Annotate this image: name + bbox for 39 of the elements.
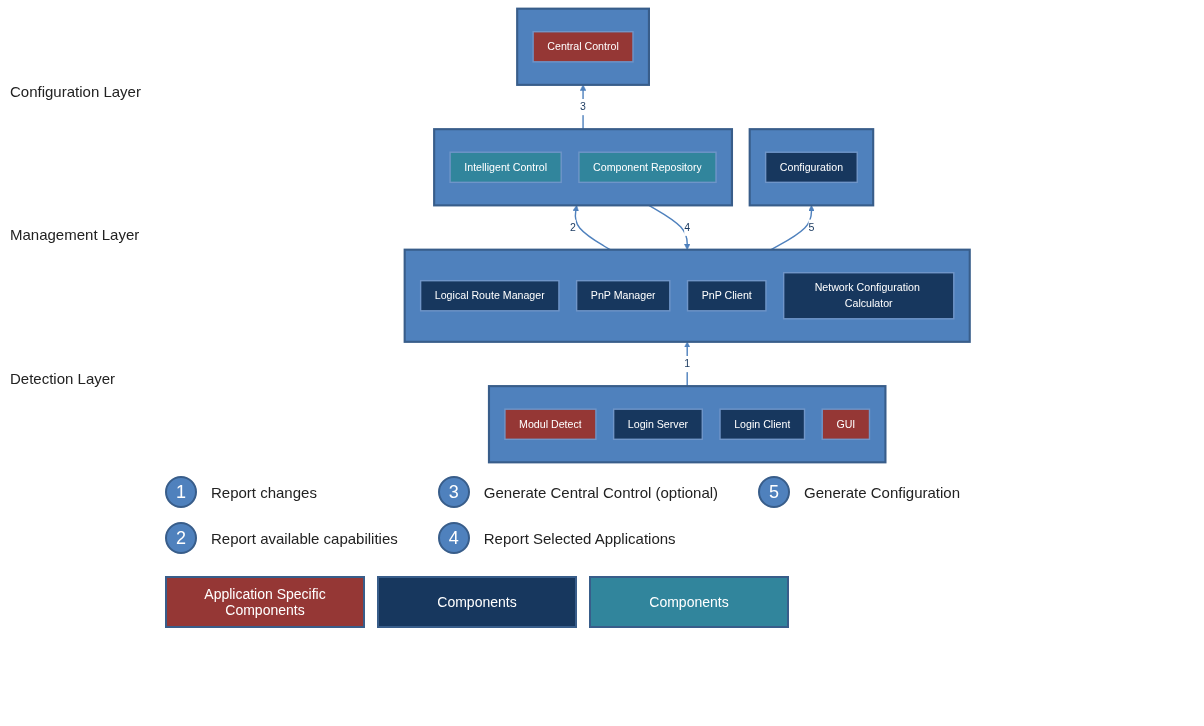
node-box: Login Client [719,407,805,440]
cluster [748,127,875,206]
legend-swatch: Components [377,576,577,628]
step-number-badge: 4 [437,522,470,554]
node-box: PnP Manager [575,279,671,311]
step-number-badge: 3 [437,476,470,508]
edge-label: 3 [579,99,586,113]
node-box: Logical Route Manager [419,279,560,311]
node-box: PnP Client [686,279,767,311]
cluster [432,127,733,206]
step-description: Report changes [211,483,317,501]
layer-label: Management Layer [10,226,141,244]
node-box: Configuration [764,151,858,183]
legend-swatch: Application Specific Components [165,576,365,628]
cluster [515,7,650,86]
node-box: Login Server [612,407,703,440]
node-box: GUI [821,407,870,440]
step-description: Report available capabilities [211,529,398,547]
edge-label: 2 [569,220,576,233]
layer-label: Detection Layer [10,369,117,387]
node-box: Network Configuration Calculator [782,271,955,319]
node-box: Central Control [532,30,634,63]
node-box: Modul Detect [504,407,597,440]
edge-label: 1 [684,356,690,369]
step-number-badge: 5 [758,476,791,508]
edge-label: 4 [684,220,690,233]
step-number-badge: 1 [165,476,197,508]
cluster [403,248,971,343]
step-description: Generate Central Control (optional) [483,483,719,501]
step-description: Report Selected Applications [483,529,676,547]
step-description: Generate Configuration [804,483,960,501]
edge-label: 5 [808,220,815,233]
node-box: Intelligent Control [449,151,562,183]
step-number-badge: 2 [165,522,197,554]
legend-swatch: Components [589,576,789,628]
node-box: Component Repository [578,151,717,183]
layer-label: Configuration Layer [10,83,142,101]
cluster [487,384,887,463]
arrow [648,204,691,250]
